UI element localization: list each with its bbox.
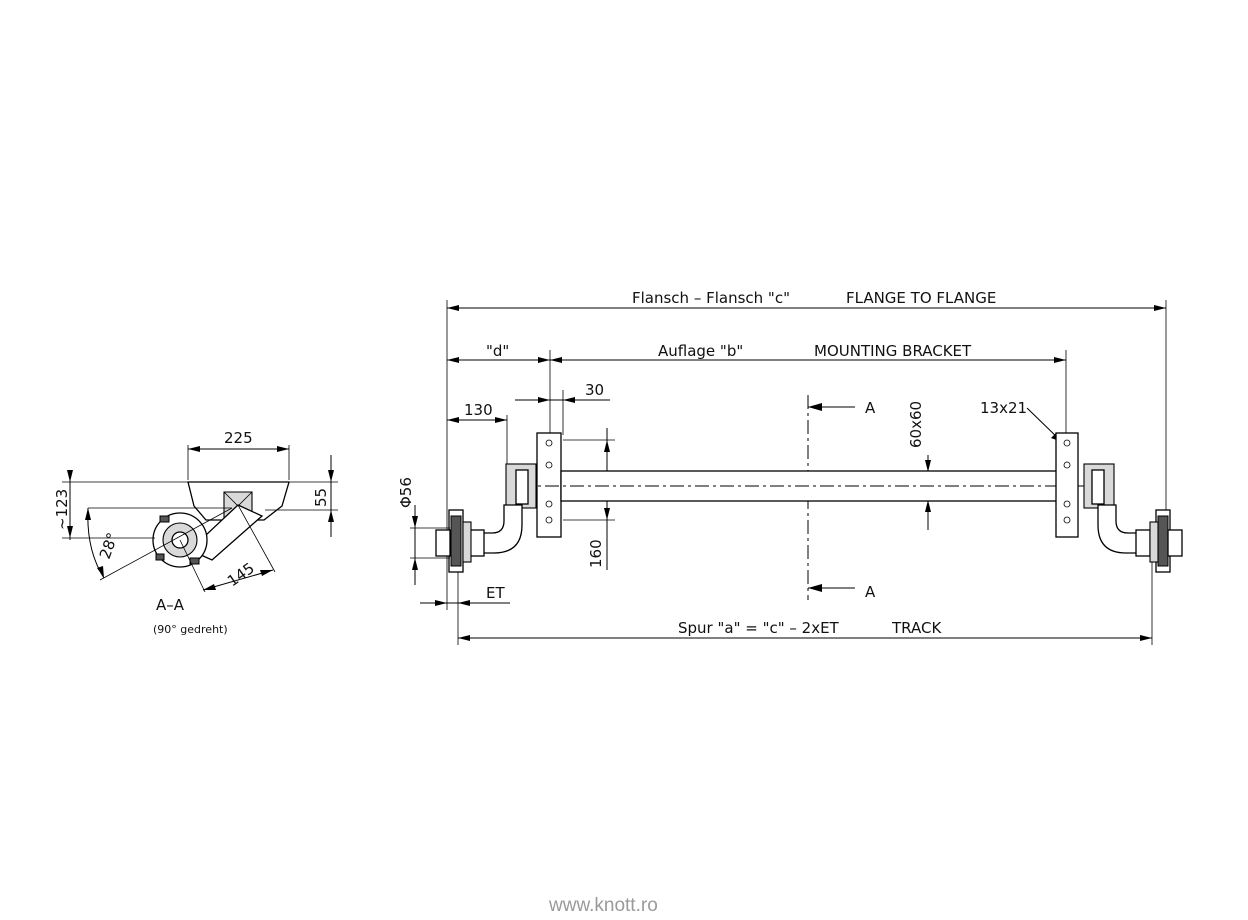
dim-225 <box>187 445 290 480</box>
dim-30-label: 30 <box>585 381 604 399</box>
right-mounting-bracket <box>1055 432 1079 538</box>
axle-tube <box>520 470 1100 502</box>
track-dimension <box>458 635 1152 641</box>
d-label: "d" <box>486 342 509 360</box>
dim-130 <box>447 417 507 423</box>
dim-55-label: 55 <box>312 488 330 507</box>
left-swing-arm <box>469 463 537 557</box>
dim-123-label: ~123 <box>53 489 71 530</box>
dim-160-label: 160 <box>587 539 605 568</box>
bracket-label-en: MOUNTING BRACKET <box>814 342 972 360</box>
dim-60x60-label: 60x60 <box>907 401 925 448</box>
watermark: www.knott.ro <box>548 895 658 916</box>
left-hub <box>435 509 472 573</box>
section-view-aa: 225 ~123 55 <box>53 429 338 636</box>
dim-56-label: Φ56 <box>397 477 415 508</box>
dim-13x21-label: 13x21 <box>980 399 1027 417</box>
section-note: (90° gedreht) <box>153 623 228 636</box>
right-swing-arm <box>1083 463 1151 557</box>
dim-30 <box>515 397 610 403</box>
left-mounting-bracket <box>536 432 562 538</box>
dim-et <box>420 600 510 606</box>
dim-55 <box>265 455 338 537</box>
dim-56 <box>410 505 450 585</box>
bracket-label-de: Auflage "b" <box>658 342 743 360</box>
flange-label-de: Flansch – Flansch "c" <box>632 289 790 307</box>
dim-130-label: 130 <box>464 401 493 419</box>
angle-28 <box>85 507 233 581</box>
angle-28-label: 28° <box>96 530 122 561</box>
right-hub <box>1149 509 1183 573</box>
track-label-en: TRACK <box>891 619 942 637</box>
flange-label-en: FLANGE TO FLANGE <box>846 289 996 307</box>
et-label: ET <box>486 584 505 602</box>
section-a-bottom: A <box>865 583 876 601</box>
dim-145 <box>179 504 276 593</box>
dim-123 <box>62 470 190 540</box>
section-a-top: A <box>865 399 876 417</box>
dim-145-label: 145 <box>224 559 258 590</box>
flange-to-flange-dimension <box>447 305 1166 311</box>
track-label-de: Spur "a" = "c" – 2xET <box>678 619 840 637</box>
dim-225-label: 225 <box>224 429 253 447</box>
bracket-dimension <box>447 357 1066 363</box>
section-title: A–A <box>156 596 185 614</box>
main-axle-view: Flansch – Flansch "c" FLANGE TO FLANGE "… <box>397 289 1183 645</box>
